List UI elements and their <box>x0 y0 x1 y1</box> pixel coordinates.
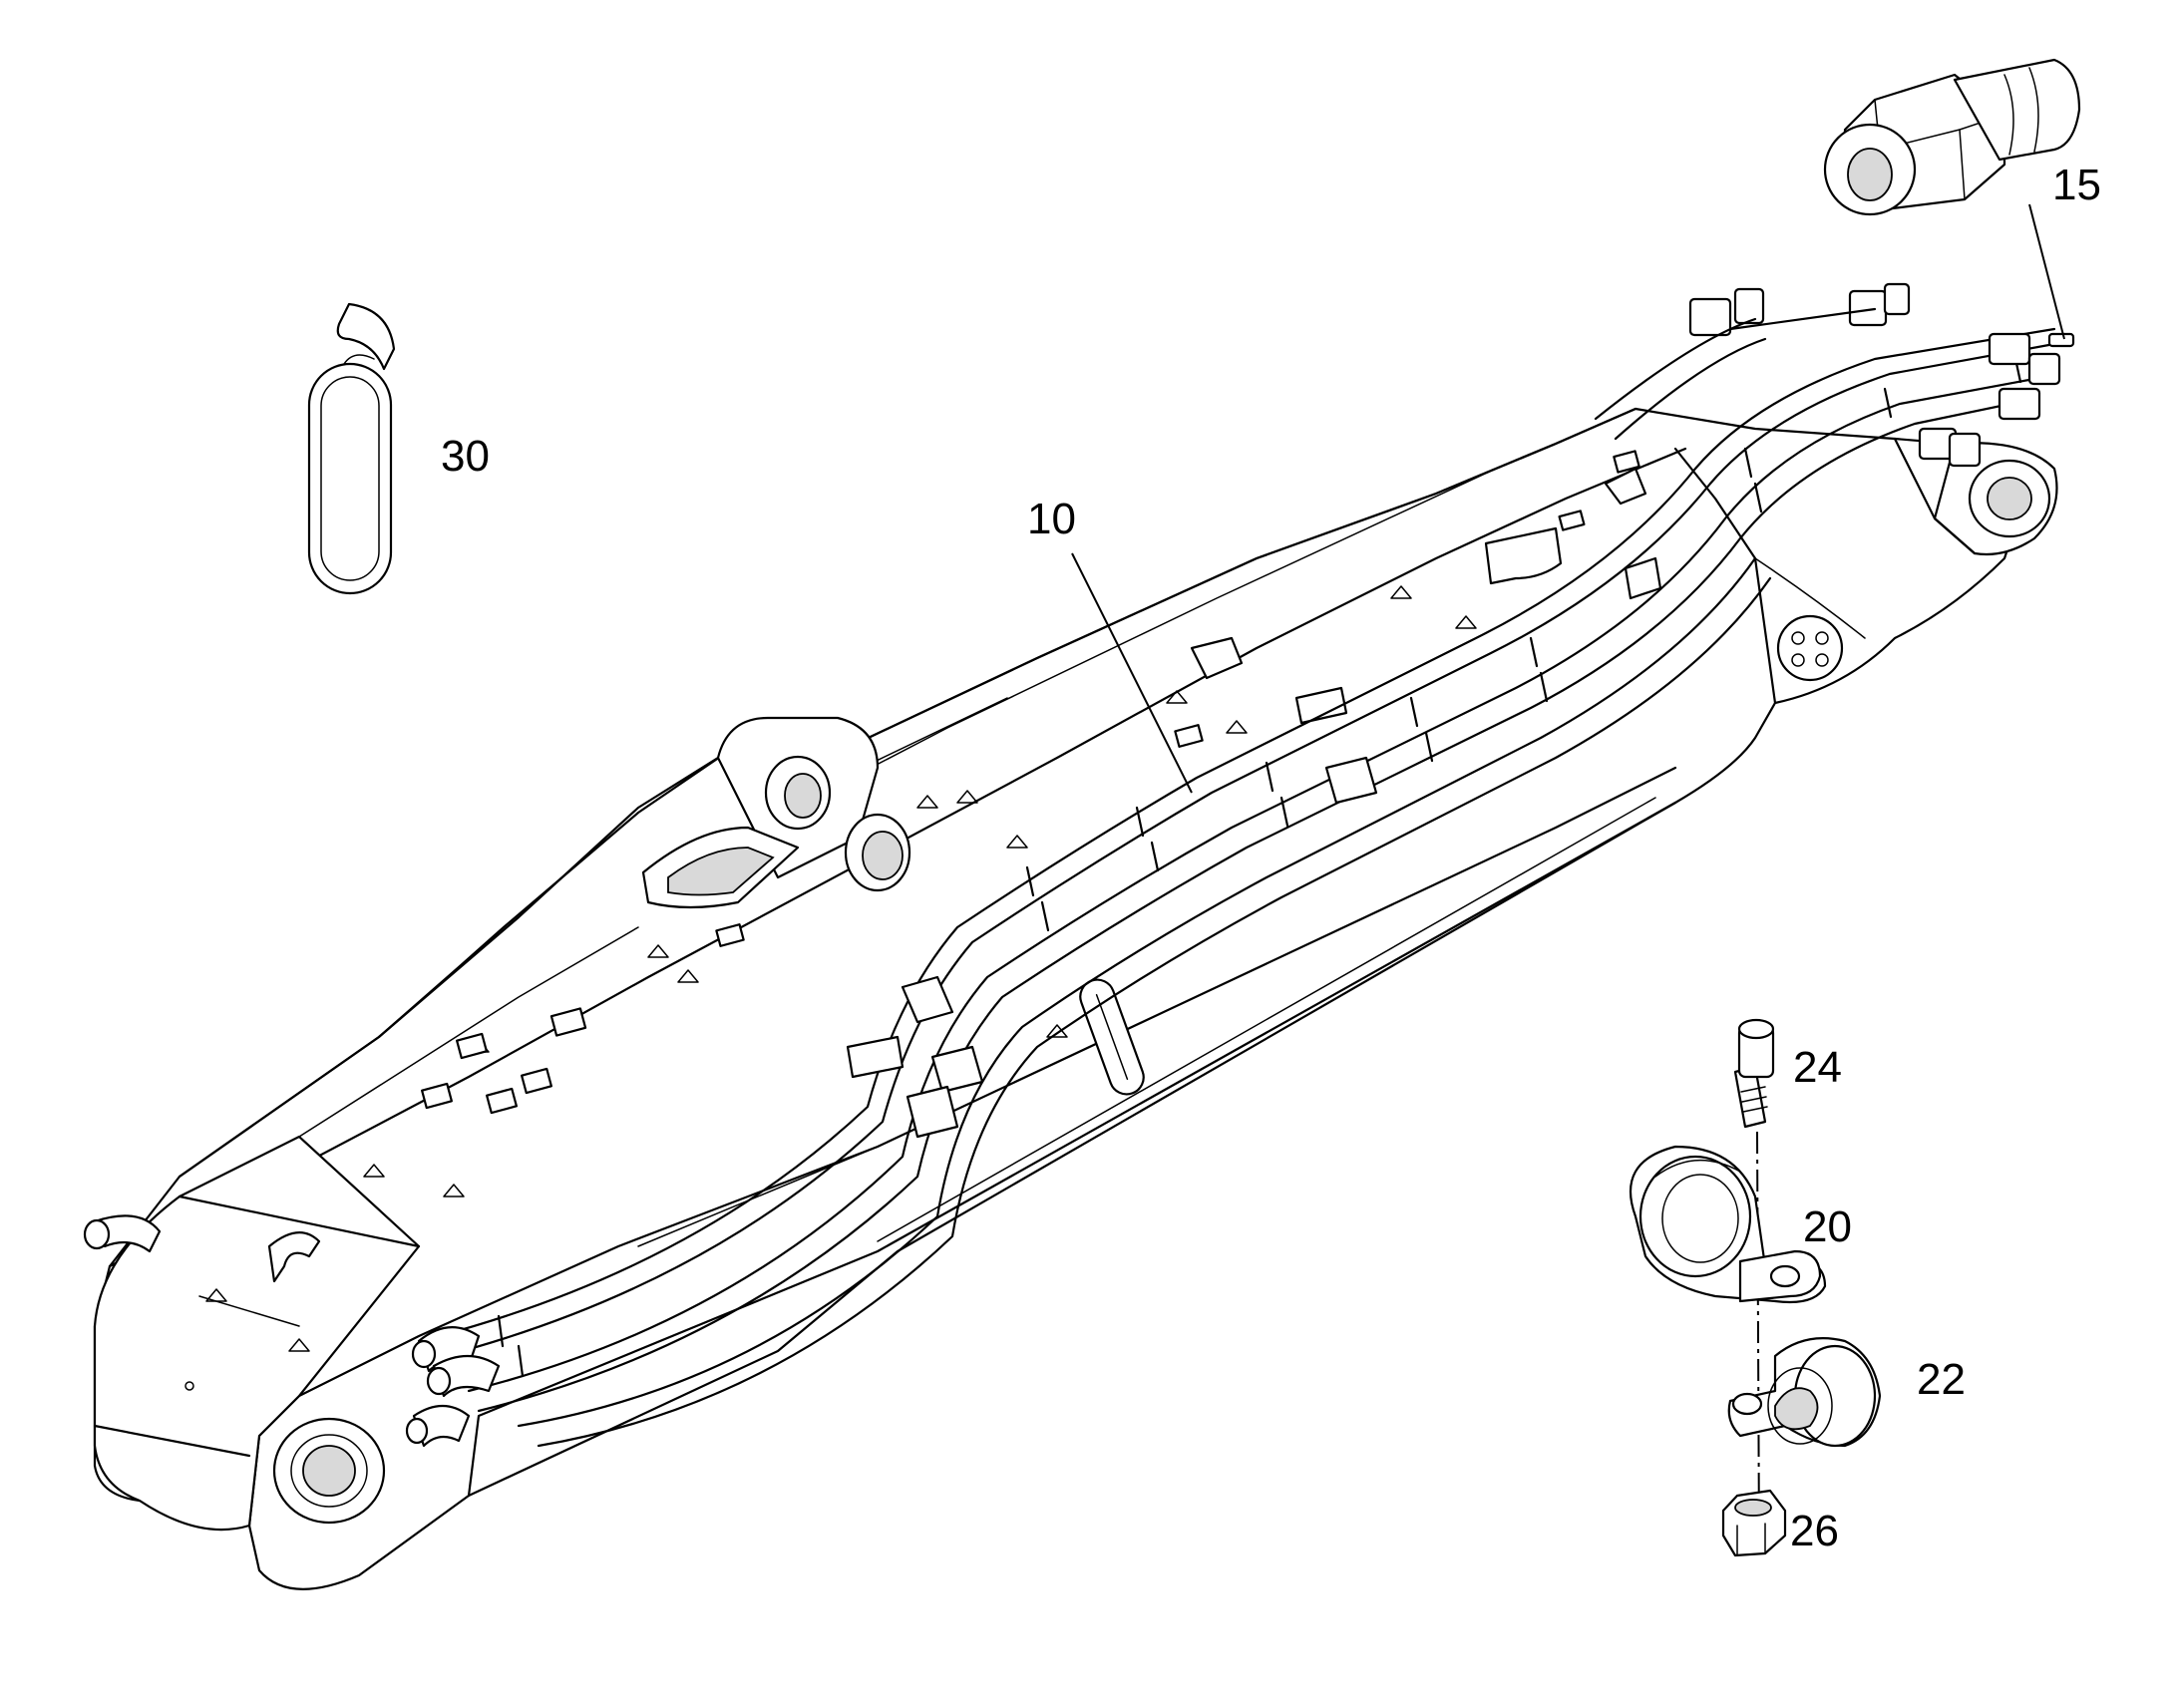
band-clip-part-30 <box>307 302 396 595</box>
callout-24: 24 <box>1793 1043 1842 1092</box>
callout-20: 20 <box>1803 1202 1852 1251</box>
rear-fittings <box>1594 282 2075 468</box>
nut-part-26 <box>1721 1489 1787 1557</box>
fitting-part-15 <box>1823 58 2081 340</box>
hose-bands <box>497 352 2022 1378</box>
callout-30: 30 <box>441 432 490 481</box>
boom-arm <box>93 407 2058 1590</box>
callout-15: 15 <box>2052 161 2101 209</box>
hydraulic-hoses <box>83 282 2075 1448</box>
callout-10: 10 <box>1027 495 1076 543</box>
bolt-part-24 <box>1733 1018 1775 1546</box>
weld-tabs <box>205 585 1477 1352</box>
callout-22: 22 <box>1917 1355 1966 1404</box>
callout-26: 26 <box>1790 1507 1839 1555</box>
clamp-part-20 <box>1629 1145 1827 1304</box>
leader-10 <box>1071 552 1193 794</box>
callouts: 10 15 20 22 24 26 30 <box>441 161 2101 1555</box>
clamp-part-22 <box>1727 1337 1882 1448</box>
weld-pads <box>421 450 1640 1115</box>
